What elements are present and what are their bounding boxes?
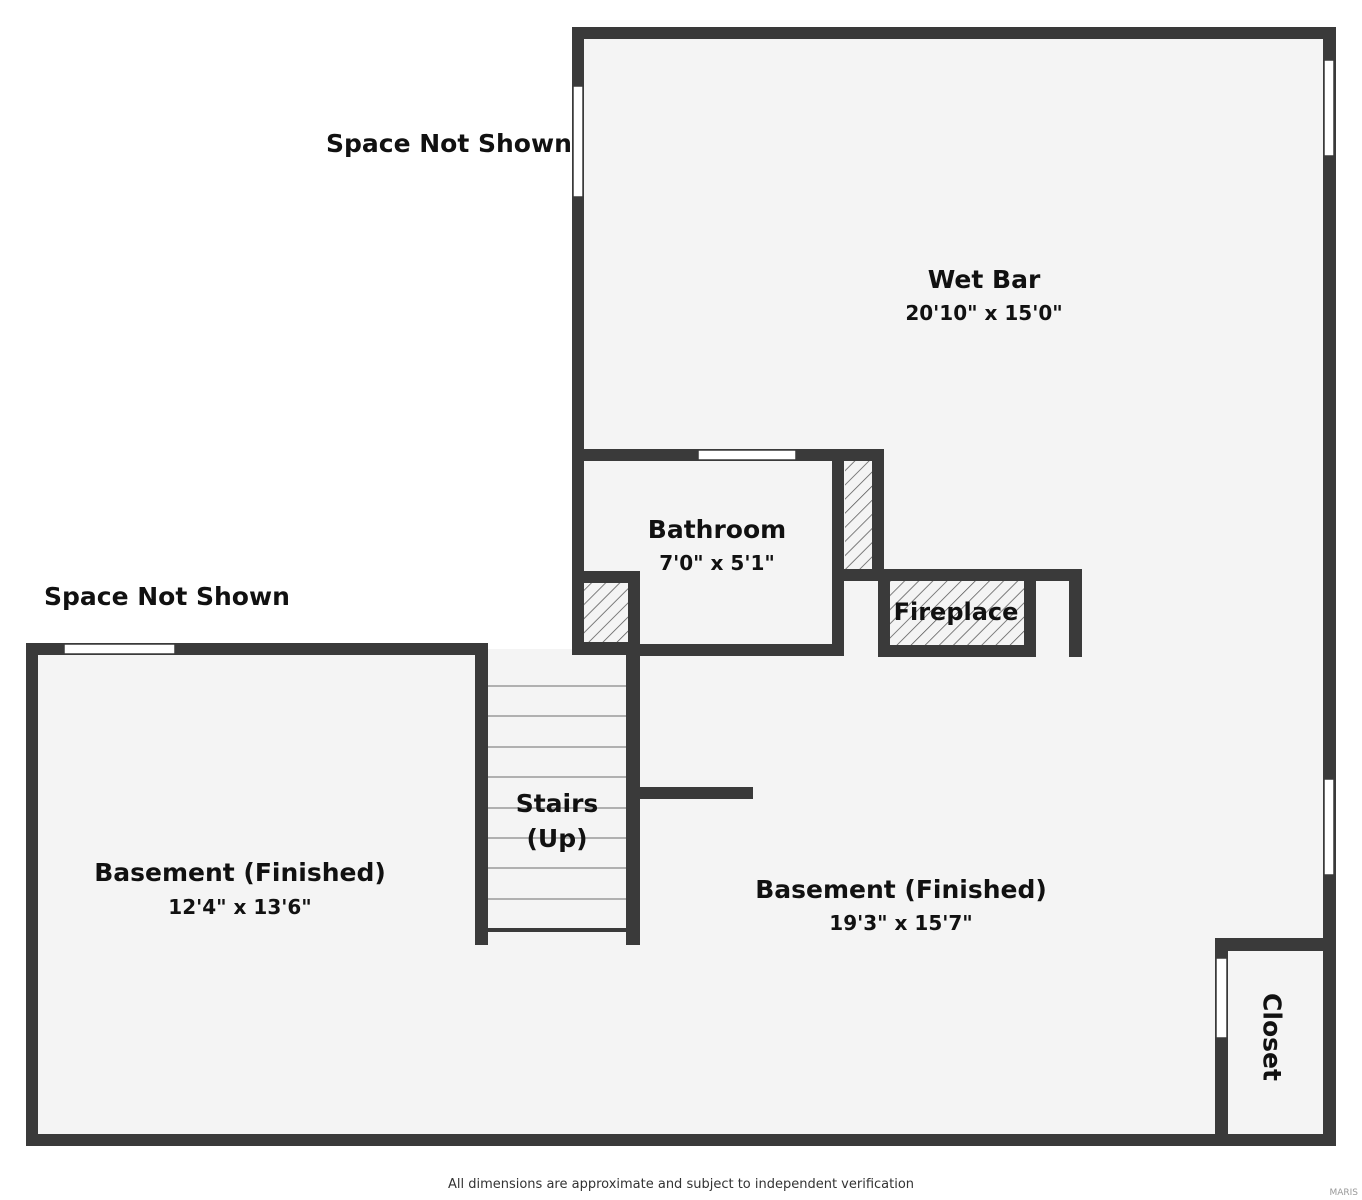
wall-left bbox=[26, 643, 38, 1146]
wall-top bbox=[572, 27, 1336, 39]
wall-fireplace-inner bbox=[1024, 569, 1036, 657]
room-basement-right-dims: 19'3" x 15'7" bbox=[829, 911, 973, 935]
watermark: MARIS bbox=[1329, 1188, 1358, 1198]
wall-stairs-left bbox=[475, 643, 488, 945]
window-wetbar-left bbox=[572, 85, 584, 198]
fireplace-label: Fireplace bbox=[893, 598, 1019, 626]
fireplace-hatch bbox=[890, 581, 1024, 645]
window-closet bbox=[1215, 957, 1228, 1039]
window-wetbar-right bbox=[1323, 59, 1335, 157]
stairs-label: Stairs bbox=[515, 789, 599, 818]
room-wet-bar-dims: 20'10" x 15'0" bbox=[905, 301, 1063, 325]
stairs-direction-label: (Up) bbox=[526, 824, 588, 853]
room-bathroom-name: Bathroom bbox=[647, 515, 787, 544]
window-bathroom bbox=[697, 449, 797, 461]
wall-fireplace-bottom bbox=[878, 645, 1036, 657]
window-basement-right bbox=[1323, 778, 1335, 876]
wall-fireplace-stub bbox=[1069, 569, 1082, 657]
wall-fireplace-left bbox=[878, 569, 890, 657]
wall-right bbox=[1323, 27, 1336, 1146]
stair-treads bbox=[488, 655, 626, 933]
room-basement-left-name: Basement (Finished) bbox=[94, 858, 386, 887]
wall-chimney-right bbox=[872, 449, 884, 581]
room-basement-right-name: Basement (Finished) bbox=[755, 875, 1047, 904]
wall-bathroom-bottom bbox=[632, 644, 844, 656]
wall-fireplace-top bbox=[878, 569, 1082, 581]
wall-bottom bbox=[26, 1134, 1336, 1146]
wall-closet-top bbox=[1215, 938, 1336, 951]
room-basement-left-dims: 12'4" x 13'6" bbox=[168, 895, 312, 919]
chimney-hatch bbox=[845, 461, 872, 569]
wall-chimney-bottom bbox=[832, 569, 884, 581]
room-wet-bar-name: Wet Bar bbox=[927, 265, 1041, 294]
wall-bathroom-right bbox=[832, 449, 844, 656]
room-bathroom-dims: 7'0" x 5'1" bbox=[659, 551, 775, 575]
wall-stub bbox=[626, 787, 753, 799]
space-not-shown-label-top: Space Not Shown bbox=[326, 129, 572, 158]
disclaimer-footer: All dimensions are approximate and subje… bbox=[447, 1177, 915, 1192]
window-basement-left bbox=[63, 643, 176, 655]
space-not-shown-label-left: Space Not Shown bbox=[44, 582, 290, 611]
floor-area bbox=[32, 33, 1330, 1140]
room-closet-name: Closet bbox=[1257, 993, 1287, 1081]
column-hatch bbox=[584, 583, 628, 642]
